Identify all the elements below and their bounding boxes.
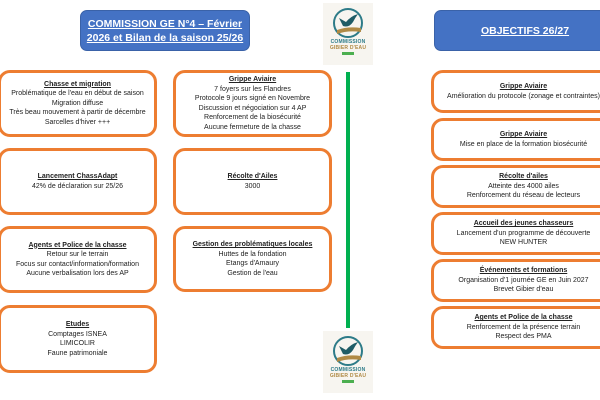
box-line: NEW HUNTER	[499, 239, 548, 247]
bilan-box-agents-police: Agents et Police de la chasse Retour sur…	[0, 226, 157, 293]
box-line: Très beau mouvement à partir de décembre	[9, 109, 146, 117]
box-title: Lancement ChassAdapt	[37, 173, 118, 180]
box-line: Discussion et négociation sur 4 AP	[198, 104, 307, 112]
bilan-box-problematiques-locales: Gestion des problématiques locales Hutte…	[173, 226, 332, 292]
box-line: 42% de déclaration sur 25/26	[31, 182, 124, 190]
logo-text-1: COMMISSION	[330, 367, 366, 373]
box-title: Accueil des jeunes chasseurs	[473, 220, 574, 228]
box-title: Chasse et migration	[44, 80, 111, 88]
bilan-box-grippe-aviaire: Grippe Aviaire 7 foyers sur les Flandres…	[173, 70, 332, 137]
bilan-box-etudes: Etudes Comptages ISNEA LIMICOLIR Faune p…	[0, 305, 157, 373]
header-bilan-line2: 2026 et Bilan de la saison 25/26	[86, 31, 244, 44]
bilan-box-recolte-ailes: Récolte d'Ailes 3000	[173, 148, 332, 215]
box-line: Aucune verbalisation lors des AP	[26, 270, 129, 277]
box-title: Etudes	[65, 321, 90, 328]
box-line: Comptages ISNEA	[48, 330, 107, 338]
header-objectifs: OBJECTIFS 26/27	[434, 10, 600, 51]
partner-logo-icon	[342, 52, 354, 55]
bilan-box-chasse-migration: Chasse et migration Problématique de l'e…	[0, 70, 157, 137]
box-title: Récolte d'ailes	[499, 173, 548, 181]
box-line: Renforcement de la biosécurité	[204, 114, 301, 121]
box-title: Événements et formations	[479, 267, 568, 275]
box-line: Retour sur le terrain	[46, 251, 109, 258]
partner-logo-icon	[342, 380, 354, 383]
box-title: Grippe Aviaire	[499, 131, 548, 138]
box-line: Renforcement du réseau de lecteurs	[466, 192, 581, 200]
box-line: Faune patrimoniale	[47, 349, 108, 357]
box-title: Grippe Aviaire	[228, 76, 277, 83]
box-line: LIMICOLIR	[59, 340, 95, 347]
bilan-box-chassadapt: Lancement ChassAdapt 42% de déclaration …	[0, 148, 157, 215]
box-title: Gestion des problématiques locales	[192, 241, 313, 248]
box-line: Etangs d'Amaury	[225, 260, 280, 267]
box-line: Migration diffuse	[51, 99, 104, 107]
box-line: 3000	[244, 182, 261, 190]
duck-icon	[333, 8, 363, 38]
header-bilan-line1: COMMISSION GE N°4 – Février	[87, 17, 243, 30]
objectif-box-grippe-protocole: Grippe Aviaire Amélioration du protocole…	[431, 70, 600, 113]
objectif-box-grippe-formation: Grippe Aviaire Mise en place de la forma…	[431, 118, 600, 161]
objectif-box-jeunes-chasseurs: Accueil des jeunes chasseurs Lancement d…	[431, 212, 600, 255]
box-line: Mise en place de la formation biosécurit…	[459, 140, 588, 148]
duck-icon	[333, 336, 363, 366]
box-line: Brevet Gibier d'eau	[493, 286, 554, 294]
commission-logo-bottom: COMMISSION GIBIER D'EAU	[323, 331, 373, 393]
objectif-box-evenements: Événements et formations Organisation d'…	[431, 259, 600, 302]
logo-text-2: GIBIER D'EAU	[329, 44, 367, 51]
logo-text-1: COMMISSION	[330, 39, 366, 45]
logo-text-2: GIBIER D'EAU	[329, 372, 367, 379]
header-bilan: COMMISSION GE N°4 – Février 2026 et Bila…	[80, 10, 250, 51]
box-line: 7 foyers sur les Flandres	[214, 85, 291, 93]
header-objectifs-label: OBJECTIFS 26/27	[480, 24, 570, 37]
box-line: Respect des PMA	[495, 333, 552, 341]
box-line: Organisation d'1 journée GE en Juin 2027	[458, 276, 589, 284]
box-line: Aucune fermeture de la chasse	[204, 123, 301, 131]
box-title: Agents et Police de la chasse	[474, 314, 573, 322]
box-line: Amélioration du protocole (zonage et con…	[447, 92, 600, 100]
box-line: Huttes de la fondation	[218, 250, 287, 258]
objectif-box-agents-police: Agents et Police de la chasse Renforceme…	[431, 306, 600, 349]
commission-logo-top: COMMISSION GIBIER D'EAU	[323, 3, 373, 65]
box-line: Lancement d'un programme de découverte	[456, 229, 591, 237]
box-title: Agents et Police de la chasse	[28, 241, 127, 249]
box-line: Protocole 9 jours signé en Novembre	[194, 95, 311, 102]
box-line: Problématique de l'eau en début de saiso…	[11, 90, 144, 98]
box-line: Focus sur contact/information/formation	[16, 260, 139, 268]
vertical-divider	[346, 72, 350, 328]
box-line: Sarcelles d'hiver +++	[44, 118, 111, 126]
box-line: Gestion de l'eau	[227, 269, 278, 277]
box-line: Atteinte des 4000 ailes	[488, 182, 559, 190]
box-title: Récolte d'Ailes	[227, 173, 278, 180]
objectif-box-recolte-ailes: Récolte d'ailes Atteinte des 4000 ailes …	[431, 165, 600, 208]
box-title: Grippe Aviaire	[499, 83, 548, 90]
box-line: Renforcement de la présence terrain	[466, 323, 581, 331]
